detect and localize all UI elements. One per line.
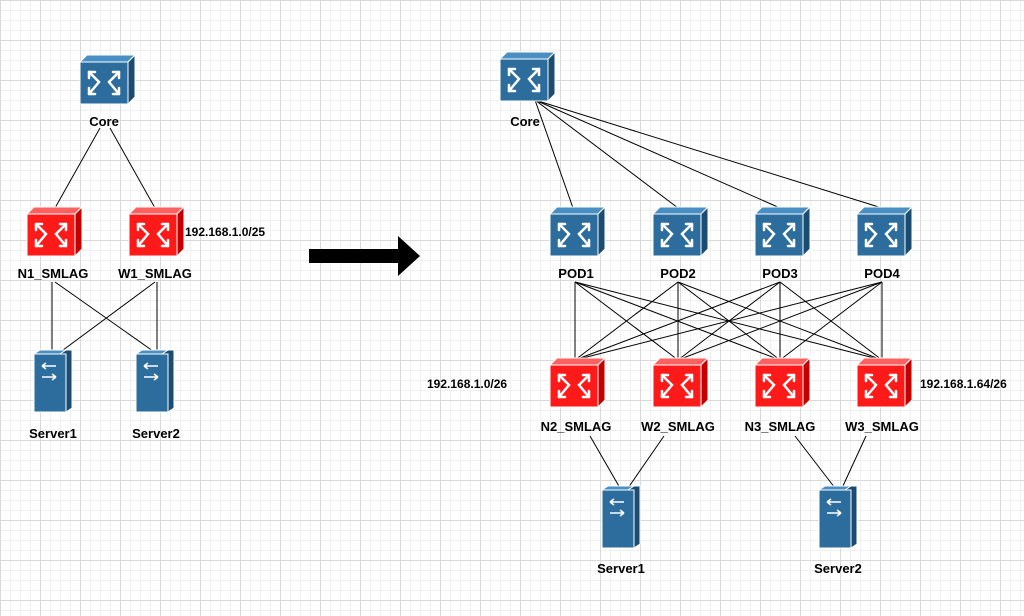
left-server2-label: Server2: [132, 426, 180, 441]
server-icon: [601, 485, 641, 549]
switch-icon: [548, 356, 607, 409]
link-core-pod3: [534, 99, 781, 209]
switch-icon: [127, 205, 186, 258]
pod3-switch: [753, 205, 812, 258]
pod1-label: POD1: [558, 266, 593, 281]
link-core-w1: [109, 127, 156, 209]
left-server1: [33, 349, 73, 413]
server-icon: [33, 349, 73, 413]
link-core-pod1: [534, 99, 574, 209]
switch-icon: [548, 205, 607, 258]
w3-switch: [855, 356, 914, 409]
switch-icon: [25, 205, 84, 258]
arrow-right-icon: [309, 236, 420, 276]
switch-icon: [855, 356, 914, 409]
pod3-label: POD3: [762, 266, 797, 281]
left-w1-label: W1_SMLAG: [118, 266, 192, 281]
link-n3-server2: [794, 435, 836, 489]
w3-ip: 192.168.1.64/26: [920, 377, 1007, 391]
switch-icon: [651, 205, 710, 258]
right-server1: [601, 485, 641, 549]
switch-icon: [753, 356, 812, 409]
link-n2-server1: [589, 435, 621, 489]
left-core-switch: [78, 53, 137, 106]
n2-label: N2_SMLAG: [541, 419, 612, 434]
left-n1-switch: [25, 205, 84, 258]
left-w1-switch: [127, 205, 186, 258]
server-icon: [818, 485, 858, 549]
link-w3-server2: [841, 435, 867, 489]
link-n1-server2: [54, 281, 161, 357]
left-w1-ip: 192.168.1.0/25: [185, 225, 265, 239]
link-w2-server1: [627, 435, 665, 489]
right-core-label: Core: [510, 114, 540, 129]
switch-icon: [78, 53, 137, 106]
right-core-switch: [498, 50, 557, 103]
left-n1-label: N1_SMLAG: [18, 266, 89, 281]
left-core-label: Core: [89, 114, 119, 129]
pod2-switch: [651, 205, 710, 258]
w2-label: W2_SMLAG: [641, 419, 715, 434]
n3-switch: [753, 356, 812, 409]
link-core-n1: [54, 127, 101, 209]
right-server2: [818, 485, 858, 549]
pod1-switch: [548, 205, 607, 258]
switch-icon: [855, 205, 914, 258]
switch-icon: [753, 205, 812, 258]
switch-icon: [651, 356, 710, 409]
w3-label: W3_SMLAG: [845, 419, 919, 434]
server-icon: [135, 349, 175, 413]
link-core-pod4: [534, 99, 883, 209]
link-w1-server1: [54, 281, 156, 357]
n3-label: N3_SMLAG: [745, 419, 816, 434]
n2-switch: [548, 356, 607, 409]
n2-ip: 192.168.1.0/26: [427, 377, 507, 391]
left-server1-label: Server1: [29, 426, 77, 441]
right-server1-label: Server1: [597, 561, 645, 576]
pod2-label: POD2: [660, 266, 695, 281]
left-links: [51, 127, 161, 357]
pod4-label: POD4: [864, 266, 900, 281]
pod4-switch: [855, 205, 914, 258]
w2-switch: [651, 356, 710, 409]
link-core-pod2: [534, 99, 679, 209]
right-server2-label: Server2: [814, 561, 862, 576]
left-server2: [135, 349, 175, 413]
switch-icon: [498, 50, 557, 103]
right-links: [534, 99, 883, 489]
